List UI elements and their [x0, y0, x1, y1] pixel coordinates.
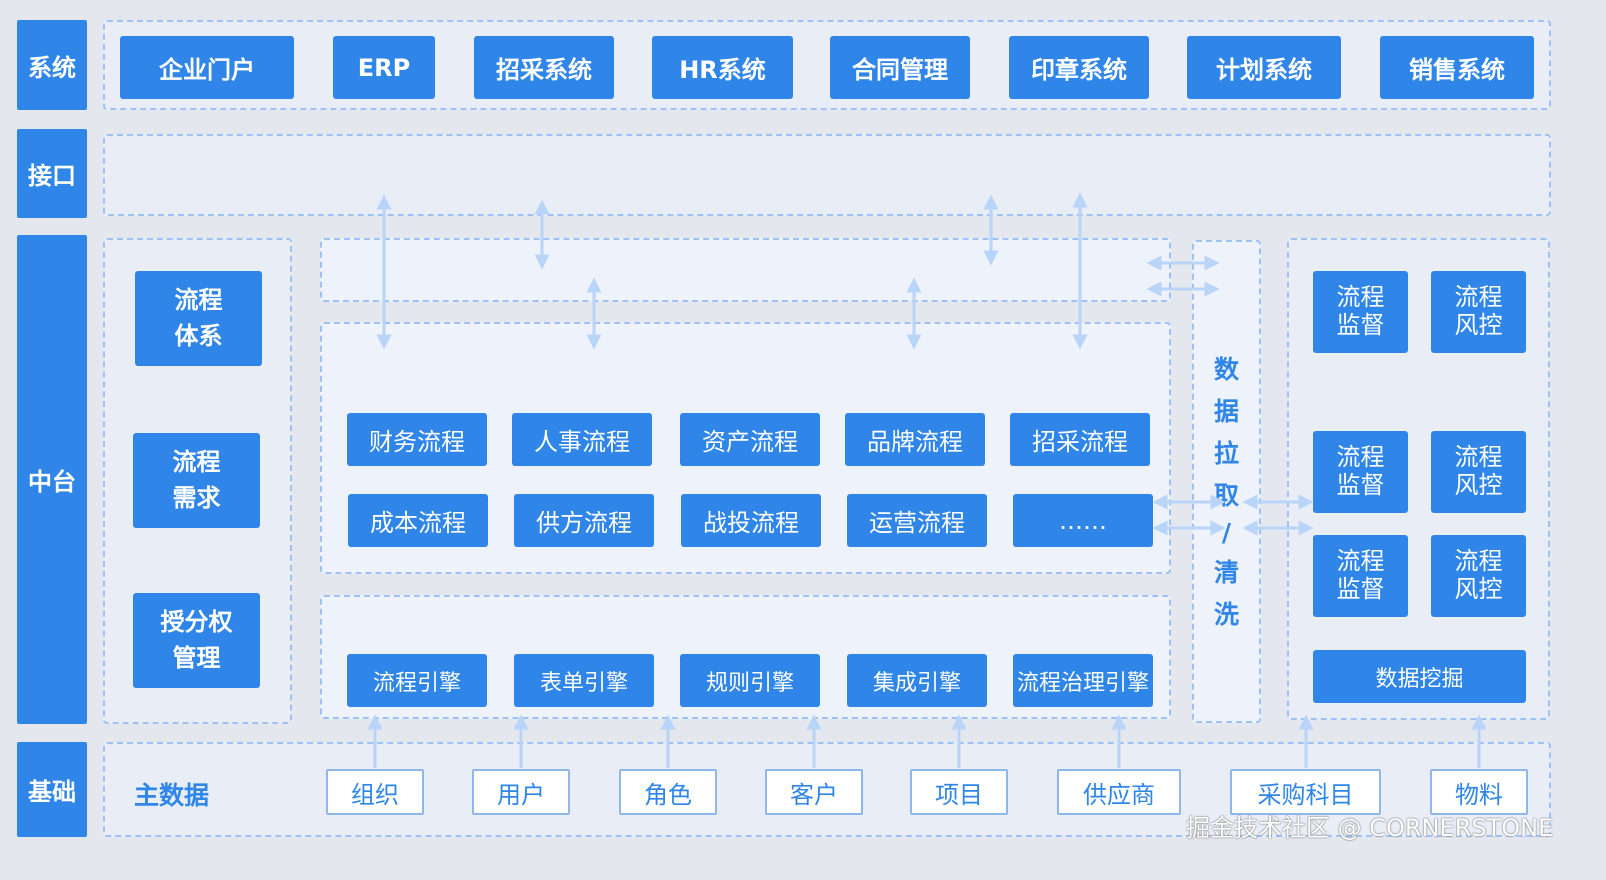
- system-plan[interactable]: 计划系统: [1187, 36, 1341, 99]
- data-extraction-column: [1192, 240, 1261, 723]
- process-demand-line2: 需求: [172, 483, 221, 512]
- process-system-line1: 流程: [174, 285, 223, 314]
- data-char-6: 清: [1213, 558, 1239, 587]
- master-purchase-subject[interactable]: 采购科目: [1230, 769, 1381, 815]
- system-procurement[interactable]: 招采系统: [474, 36, 614, 99]
- watermark-text: 掘金技术社区 @ CORNERSTONE: [1186, 814, 1554, 842]
- monitor-3-line2: 监督: [1336, 575, 1385, 603]
- row-label-middle: 中台: [17, 235, 87, 724]
- authorization-line2: 管理: [172, 643, 221, 672]
- process-supplier[interactable]: 供方流程: [514, 494, 654, 547]
- engine-governance[interactable]: 流程治理引擎: [1013, 654, 1153, 707]
- process-more[interactable]: ……: [1013, 494, 1153, 547]
- system-enterprise-portal[interactable]: 企业门户: [120, 36, 294, 99]
- process-strategic-investment[interactable]: 战投流程: [681, 494, 821, 547]
- master-user[interactable]: 用户: [472, 769, 570, 815]
- process-system-button[interactable]: 流程 体系: [135, 271, 262, 366]
- data-char-2: 据: [1213, 397, 1239, 426]
- risk-2-line1: 流程: [1454, 443, 1503, 472]
- master-role[interactable]: 角色: [619, 769, 717, 815]
- data-extraction-label: 数 据 拉 取 / 清 洗: [1192, 350, 1261, 631]
- data-mining-button[interactable]: 数据挖掘: [1313, 650, 1526, 703]
- risk-3-line1: 流程: [1454, 547, 1503, 576]
- master-supplier[interactable]: 供应商: [1057, 769, 1181, 815]
- data-char-5: /: [1221, 518, 1232, 547]
- monitor-3-line1: 流程: [1336, 547, 1385, 576]
- process-demand-button[interactable]: 流程 需求: [133, 433, 260, 528]
- master-material[interactable]: 物料: [1430, 769, 1528, 815]
- process-cost[interactable]: 成本流程: [348, 494, 488, 547]
- engine-integration[interactable]: 集成引擎: [847, 654, 987, 707]
- data-char-3: 拉: [1213, 439, 1239, 468]
- risk-button-2[interactable]: 流程 风控: [1431, 431, 1526, 513]
- process-system-line2: 体系: [174, 321, 223, 350]
- monitor-2-line1: 流程: [1336, 443, 1385, 472]
- monitor-1-line2: 监督: [1336, 311, 1385, 339]
- risk-1-line1: 流程: [1454, 283, 1503, 312]
- data-char-1: 数: [1213, 355, 1239, 384]
- risk-3-line2: 风控: [1454, 575, 1503, 603]
- monitor-button-2[interactable]: 流程 监督: [1313, 431, 1408, 513]
- master-customer[interactable]: 客户: [765, 769, 863, 815]
- process-assets[interactable]: 资产流程: [680, 413, 820, 466]
- risk-button-1[interactable]: 流程 风控: [1431, 271, 1526, 353]
- master-data-label: 主数据: [134, 781, 210, 810]
- process-procurement[interactable]: 招采流程: [1010, 413, 1150, 466]
- process-brand[interactable]: 品牌流程: [845, 413, 985, 466]
- data-char-7: 洗: [1213, 600, 1239, 629]
- process-operations[interactable]: 运营流程: [847, 494, 987, 547]
- authorization-line1: 授分权: [160, 607, 233, 636]
- system-sales[interactable]: 销售系统: [1380, 36, 1534, 99]
- authorization-button[interactable]: 授分权 管理: [133, 593, 260, 688]
- engine-rule[interactable]: 规则引擎: [680, 654, 820, 707]
- system-seal[interactable]: 印章系统: [1009, 36, 1149, 99]
- interface-row-container: [103, 134, 1551, 216]
- risk-2-line2: 风控: [1454, 471, 1503, 499]
- row-label-interface: 接口: [17, 129, 87, 218]
- system-erp[interactable]: ERP: [333, 36, 435, 99]
- process-finance[interactable]: 财务流程: [347, 413, 487, 466]
- system-contract[interactable]: 合同管理: [830, 36, 970, 99]
- monitor-1-line1: 流程: [1336, 283, 1385, 312]
- monitor-button-1[interactable]: 流程 监督: [1313, 271, 1408, 353]
- process-hr[interactable]: 人事流程: [512, 413, 652, 466]
- system-hr[interactable]: HR系统: [652, 36, 793, 99]
- master-project[interactable]: 项目: [910, 769, 1008, 815]
- risk-button-3[interactable]: 流程 风控: [1431, 535, 1526, 617]
- row-label-base: 基础: [17, 742, 87, 837]
- risk-1-line2: 风控: [1454, 311, 1503, 339]
- monitor-button-3[interactable]: 流程 监督: [1313, 535, 1408, 617]
- master-org[interactable]: 组织: [326, 769, 424, 815]
- process-demand-line1: 流程: [172, 447, 221, 476]
- row-label-system: 系统: [17, 20, 87, 110]
- monitor-2-line2: 监督: [1336, 471, 1385, 499]
- center-top-panel: [320, 238, 1171, 302]
- engine-process[interactable]: 流程引擎: [347, 654, 487, 707]
- engine-form[interactable]: 表单引擎: [514, 654, 654, 707]
